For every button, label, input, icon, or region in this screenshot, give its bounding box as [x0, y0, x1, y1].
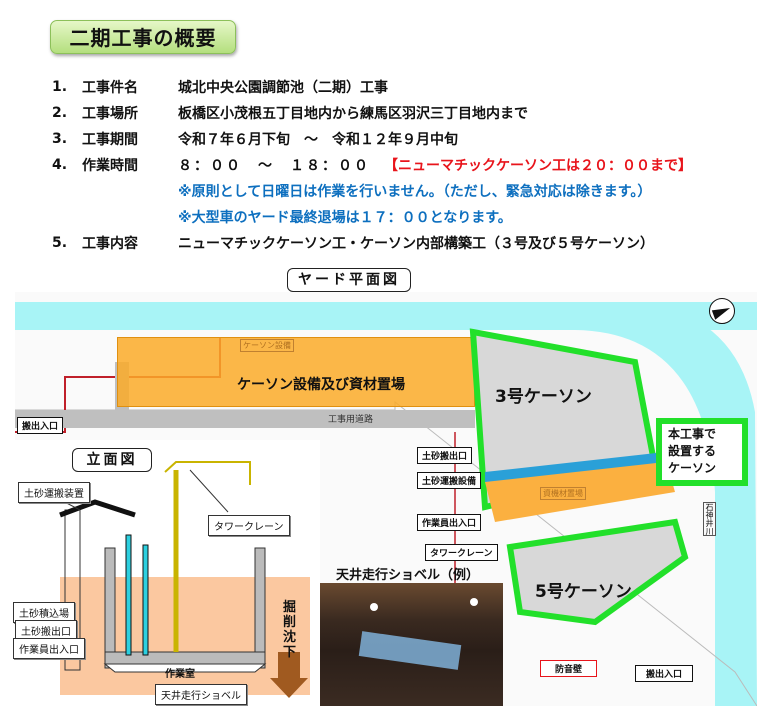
label-ceiling-shovel: 天井走行ショベル [155, 684, 247, 705]
yard-label: ケーソン設備及び資材置場 [237, 377, 405, 393]
hours-note: 【ニューマチックケーソン工は２０：００まで】 [384, 158, 692, 174]
item-period: 3. 工事期間 令和７年６月下旬 ～ 令和１２年９月中旬 [52, 131, 458, 148]
label-soil-transport-device: 土砂運搬装置 [18, 482, 90, 503]
yard-plan-map: 工事用道路 ケーソン設備 ケーソン設備及び資材置場 3号ケーソン 5号ケーソン … [15, 292, 757, 706]
page-title: 二期工事の概要 [50, 20, 236, 54]
river-label: 石神井川 [703, 502, 716, 536]
photo-caption: 天井走行ショベル（例） [336, 568, 480, 583]
caisson-yard [117, 337, 475, 407]
item-content: 5. 工事内容 ニューマチックケーソン工・ケーソン内部構築工（３号及び５号ケーソ… [52, 235, 654, 252]
material-yard-label: 資機材置場 [540, 487, 586, 500]
item-name: 1. 工事件名 城北中央公園調節池（二期）工事 [52, 79, 388, 96]
item-hours: 4. 作業時間 ８：００ ～ １８：００ 【ニューマチックケーソン工は２０：００… [52, 157, 692, 174]
caisson3-label: 3号ケーソン [495, 387, 592, 407]
label-work-chamber: 作業室 [165, 669, 195, 680]
yard-plan-heading: ヤード平面図 [287, 268, 411, 292]
item-note-trucks: ※大型車のヤード最終退場は１７：００となります。 [178, 210, 512, 226]
note-box: 本工事で 設置する ケーソン [656, 418, 748, 486]
tag-soil-exit: 土砂搬出口 [417, 447, 473, 464]
tag-entrance-left: 搬出入口 [17, 417, 64, 434]
overview-list: 1. 工事件名 城北中央公園調節池（二期）工事 2. 工事場所 板橋区小茂根五丁… [52, 74, 692, 256]
item-location: 2. 工事場所 板橋区小茂根五丁目地内から練馬区羽沢三丁目地内まで [52, 105, 528, 122]
tag-tower-crane: タワークレーン [425, 544, 498, 561]
label-tower-crane: タワークレーン [208, 515, 290, 536]
item-note-sunday: ※原則として日曜日は作業を行いません。（ただし、緊急対応は除きます。） [178, 184, 652, 200]
facility-small-label: ケーソン設備 [240, 339, 294, 352]
tag-worker-entry: 作業員出入口 [417, 514, 482, 531]
tag-entrance-bottom: 搬出入口 [635, 665, 694, 682]
excavation-label: 掘 削 沈 下 [283, 600, 297, 660]
elevation-heading: 立面図 [72, 448, 152, 472]
ground [60, 577, 310, 695]
tag-soundproof-wall: 防音壁 [540, 660, 598, 677]
caisson-outlines [469, 328, 689, 626]
elevation-diagram: 立面図 土砂運搬装置 タワークレーン 土砂積込場 土砂搬出口 作業員出入口 作業… [0, 440, 320, 706]
shovel-photo [320, 583, 503, 706]
road-label: 工事用道路 [328, 415, 374, 425]
tag-soil-transport: 土砂運搬設備 [417, 472, 482, 489]
label-worker-entry: 作業員出入口 [13, 638, 85, 659]
compass-icon [709, 298, 735, 324]
caisson5-label: 5号ケーソン [535, 582, 632, 602]
construction-road [15, 410, 475, 428]
